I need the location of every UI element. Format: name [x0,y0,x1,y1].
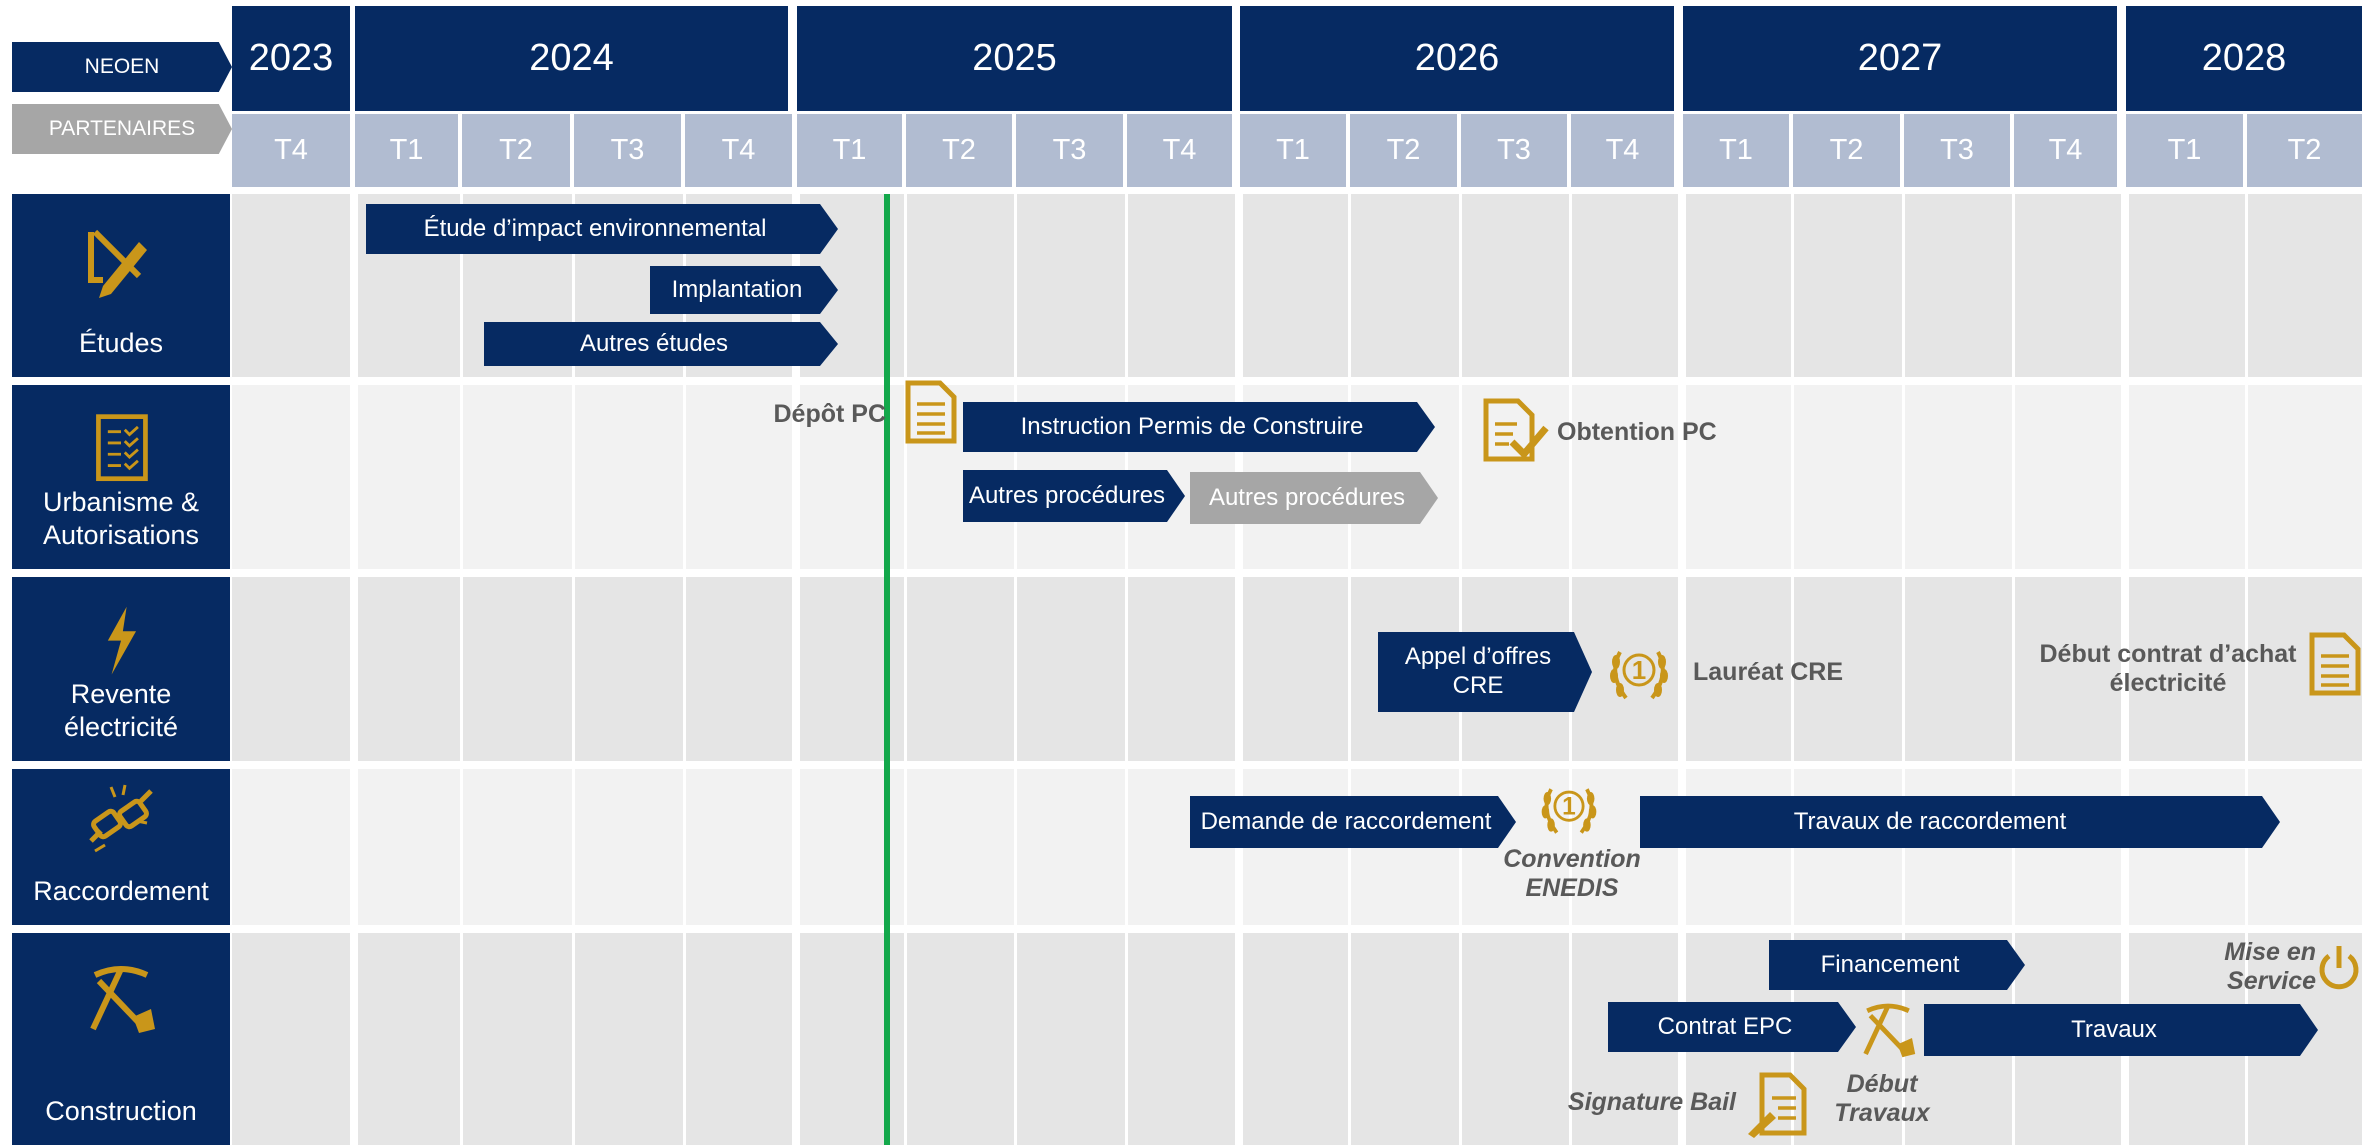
quarter-cell: T3 [1461,114,1567,187]
quarter-cell: T3 [1016,114,1123,187]
milestone-depot-pc: Dépôt PC [773,400,887,428]
category-label: Raccordement [33,875,209,906]
quarter-cell: T4 [232,114,350,187]
milestone-signature-bail: Signature Bail [1567,1088,1736,1116]
milestone-debut-contrat: Début contrat d’achat électricité [2039,640,2297,697]
quarter-cell: T2 [2247,114,2362,187]
quarter-cell: T2 [906,114,1012,187]
milestone-laureat-cre: Lauréat CRE [1693,658,1844,686]
bar-financement: Financement [1769,940,2025,990]
year-2024: 2024 [355,6,788,111]
bar-instruction-pc: Instruction Permis de Construire [963,402,1435,452]
legend-neoen: NEOEN [12,42,232,92]
year-2028: 2028 [2126,6,2362,111]
bar-contrat-epc: Contrat EPC [1608,1002,1856,1052]
plug-connection-icon [89,784,153,853]
document-icon [2309,632,2361,696]
category-urbanisme: Urbanisme & Autorisations [12,385,230,569]
category-raccordement: Raccordement [12,769,230,925]
laurel-first-icon: 1 [1541,788,1597,834]
pencil-ruler-icon [88,229,147,298]
grid-line [2245,194,2248,1145]
quarter-cell: T1 [797,114,902,187]
quarter-cell: T4 [685,114,792,187]
milestone-convention-enedis: Convention ENEDIS [1503,845,1641,902]
svg-text:1: 1 [1632,655,1646,685]
year-divider [792,194,800,1145]
quarter-cell: T3 [1904,114,2010,187]
quarter-cell: T2 [1793,114,1900,187]
quarter-cell: T3 [574,114,681,187]
document-icon [905,380,957,444]
quarter-cell: T1 [2126,114,2243,187]
year-2025: 2025 [797,6,1232,111]
category-label: Études [78,327,164,358]
lightning-icon [107,606,137,675]
quarter-cell: T1 [355,114,458,187]
grid-line [1791,194,1794,1145]
quarter-cell: T4 [1571,114,1674,187]
milestone-mise-en-service: Mise en Service [2224,938,2316,995]
checklist-icon [96,414,148,482]
power-icon [2319,946,2359,990]
year-divider [350,194,358,1145]
svg-text:1: 1 [1562,794,1576,821]
milestone-obtention-pc: Obtention PC [1557,418,1717,446]
grid-line [1014,194,1017,1145]
grid-line [1125,194,1128,1145]
category-etudes: Études [12,194,230,377]
category-label: Urbanisme & Autorisations [42,487,200,550]
category-label: Construction [45,1095,197,1126]
category-revente: Revente électricité [12,577,230,761]
milestone-debut-travaux: Début Travaux [1834,1070,1930,1127]
document-sign-icon [1748,1072,1807,1138]
bar-etude-impact: Étude d’impact environnemental [366,204,838,254]
pickaxe-shovel-icon [90,966,155,1033]
quarter-cell: T1 [1683,114,1789,187]
year-2026: 2026 [1240,6,1674,111]
quarter-cell: T2 [462,114,570,187]
grid-line [1348,194,1351,1145]
bar-travaux-raccordement: Travaux de raccordement [1640,796,2280,848]
bar-autres-procedures-neoen: Autres procédures [963,470,1185,522]
year-divider [2121,194,2129,1145]
bar-implantation: Implantation [650,266,838,314]
quarter-cell: T4 [2014,114,2117,187]
year-divider [1235,194,1243,1145]
laurel-first-icon: 1 [1610,651,1668,700]
category-label: Revente électricité [63,679,179,742]
grid-line [572,194,575,1145]
year-2027: 2027 [1683,6,2117,111]
grid-line [1902,194,1905,1145]
document-check-icon [1483,398,1549,462]
bar-demande-raccordement: Demande de raccordement [1190,796,1516,848]
quarter-cell: T1 [1240,114,1346,187]
pickaxe-shovel-icon [1863,1003,1916,1058]
bar-autres-etudes: Autres études [484,322,838,366]
grid-line [904,194,907,1145]
row-bg-revente [232,577,2362,761]
today-line [884,194,890,1145]
bar-travaux: Travaux [1924,1004,2318,1056]
grid-line [2012,194,2015,1145]
quarter-cell: T4 [1127,114,1232,187]
legend-partners: PARTENAIRES [12,104,232,154]
year-divider [1678,194,1686,1145]
grid-line [460,194,463,1145]
quarter-cell: T2 [1350,114,1457,187]
bar-appel-offres: Appel d’offres CRE [1378,632,1592,712]
bar-autres-procedures-partners: Autres procédures [1190,472,1438,524]
year-2023: 2023 [232,6,350,111]
category-construction: Construction [12,933,230,1145]
grid-line [683,194,686,1145]
